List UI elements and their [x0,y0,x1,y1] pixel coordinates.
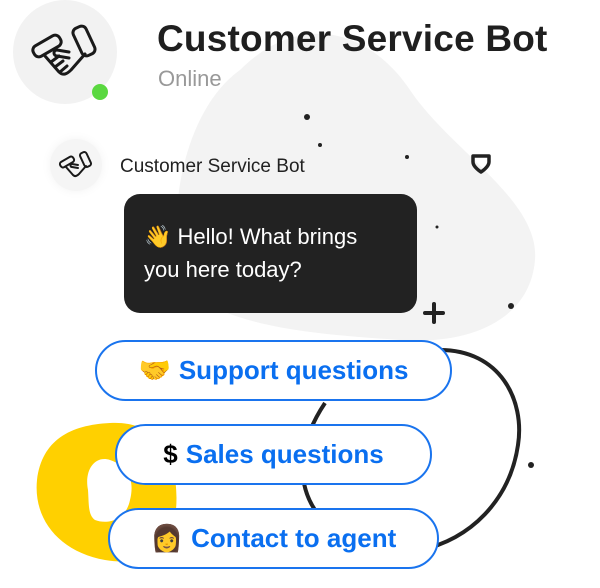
message-bubble: 👋 Hello! What brings you here today? [124,194,417,313]
option-label: Support questions [178,355,409,385]
chat-title: Customer Service Bot [157,18,548,59]
dots [304,114,534,468]
option-contact-agent[interactable]: 👩 Contact to agent [108,508,439,569]
wave-emoji: 👋 [144,224,172,249]
online-indicator [92,84,108,100]
shield-icon [471,154,491,174]
status-text: Online [158,66,222,91]
handshake-icon [31,24,97,76]
black-loop [419,348,522,552]
woman-emoji-icon: 👩 [150,523,184,553]
dollar-icon: $ [163,439,178,469]
option-label: Sales questions [185,439,384,469]
message-text: Hello! What brings you here today? [144,224,358,282]
handshake-emoji-icon: 🤝 [138,355,171,385]
sender-name: Customer Service Bot [120,156,305,177]
option-sales-questions[interactable]: $ Sales questions [115,424,432,485]
option-label: Contact to agent [191,523,397,553]
message-avatar [50,139,102,191]
handshake-icon [58,151,93,178]
option-support-questions[interactable]: 🤝 Support questions [95,340,452,401]
plus-icon [423,302,445,324]
